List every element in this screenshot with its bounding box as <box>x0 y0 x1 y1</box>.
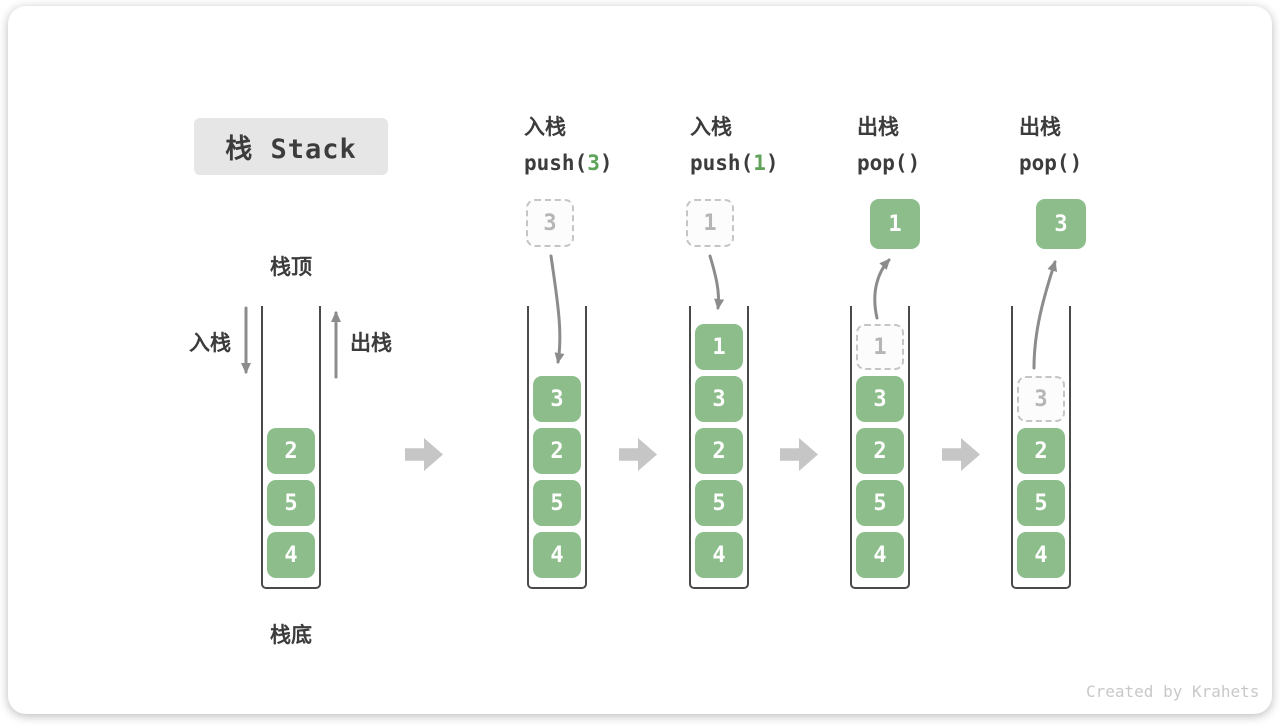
stack-cell: 3 <box>533 376 581 422</box>
op-label: 入栈 <box>690 115 732 139</box>
next-state-arrow-icon <box>405 438 443 471</box>
stack-cell-ghost: 1 <box>856 324 904 370</box>
stack-well-pop-1 <box>850 306 910 589</box>
op-header-pop-1: 出栈 pop() <box>857 109 920 181</box>
code-pre: push( <box>524 151 588 175</box>
code-arg: 1 <box>753 151 766 175</box>
pushed-value: 1 <box>703 210 717 236</box>
stack-top-label: 栈顶 <box>270 255 312 279</box>
diagram-card: 栈 Stack 入栈 push(3) 入栈 push(1) 出栈 pop() 出… <box>8 6 1272 714</box>
popped-value-box: 1 <box>870 199 920 249</box>
stack-bottom-label: 栈底 <box>270 623 312 647</box>
pushed-value: 3 <box>543 210 557 236</box>
stack-cell: 2 <box>695 428 743 474</box>
stack-cell: 5 <box>533 480 581 526</box>
stack-cell: 3 <box>856 376 904 422</box>
code-pre: pop( <box>857 151 908 175</box>
stack-cell: 2 <box>533 428 581 474</box>
code-pre: pop( <box>1019 151 1070 175</box>
op-code: pop() <box>1019 145 1082 181</box>
stack-cell: 1 <box>695 324 743 370</box>
pushed-value-box: 1 <box>686 199 734 247</box>
pop-direction-label: 出栈 <box>350 331 392 355</box>
op-label: 入栈 <box>524 115 566 139</box>
op-code: pop() <box>857 145 920 181</box>
push-direction-label: 入栈 <box>189 331 231 355</box>
op-label: 出栈 <box>1019 115 1061 139</box>
stack-cell: 2 <box>267 428 315 474</box>
op-label: 出栈 <box>857 115 899 139</box>
stack-cell: 4 <box>695 532 743 578</box>
stack-cell-ghost: 3 <box>1017 376 1065 422</box>
popped-value: 1 <box>888 211 902 237</box>
stack-cell: 2 <box>856 428 904 474</box>
title-box: 栈 Stack <box>194 118 388 175</box>
next-state-arrow-icon <box>942 438 980 471</box>
stack-cell: 4 <box>533 532 581 578</box>
code-post: ) <box>907 151 921 175</box>
stack-cell: 5 <box>1017 480 1065 526</box>
op-header-push-1: 入栈 push(1) <box>690 109 779 181</box>
stack-well-push-3 <box>527 306 587 589</box>
popped-value: 3 <box>1054 211 1068 237</box>
stack-well-pop-3 <box>1011 306 1071 589</box>
next-state-arrow-icon <box>780 438 818 471</box>
stack-cell: 4 <box>267 532 315 578</box>
pushed-value-box: 3 <box>526 199 574 247</box>
op-header-pop-3: 出栈 pop() <box>1019 109 1082 181</box>
stack-cell: 5 <box>267 480 315 526</box>
code-pre: push( <box>690 151 754 175</box>
code-post: ) <box>765 151 779 175</box>
code-post: ) <box>599 151 613 175</box>
push-1-arrow-icon <box>708 254 725 310</box>
popped-value-box: 3 <box>1036 199 1086 249</box>
page-title: 栈 Stack <box>225 134 357 165</box>
op-code: push(3) <box>524 145 613 181</box>
stack-cell: 2 <box>1017 428 1065 474</box>
stack-cell: 5 <box>695 480 743 526</box>
stack-cell: 4 <box>856 532 904 578</box>
stack-well-push-1 <box>689 306 749 589</box>
stack-cell: 5 <box>856 480 904 526</box>
op-header-push-3: 入栈 push(3) <box>524 109 613 181</box>
stack-cell: 4 <box>1017 532 1065 578</box>
stack-cell: 3 <box>695 376 743 422</box>
next-state-arrow-icon <box>619 438 657 471</box>
op-code: push(1) <box>690 145 779 181</box>
credit-text: Created by Krahets <box>1086 682 1260 701</box>
code-arg: 3 <box>587 151 600 175</box>
flow-arrows-layer <box>241 254 1057 379</box>
stack-well-initial <box>261 306 321 589</box>
code-post: ) <box>1069 151 1083 175</box>
